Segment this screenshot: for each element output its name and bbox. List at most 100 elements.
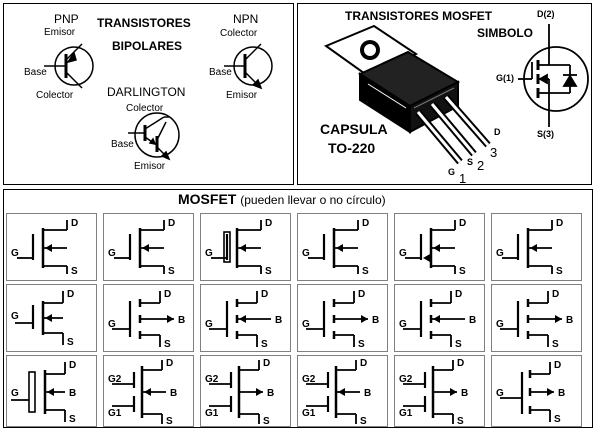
label-bulk: B: [267, 388, 274, 399]
body-arrow: [433, 244, 440, 252]
symbol-source-label: S(3): [537, 129, 555, 139]
body-arrow: [450, 388, 457, 396]
body-arrow: [167, 315, 174, 323]
label-gate: G: [11, 388, 19, 399]
symbol-drain-label: D(2): [537, 9, 555, 19]
variants-title: MOSFET (pueden llevar o no círculo): [178, 192, 386, 206]
body-arrow: [142, 244, 149, 252]
label-source: S: [459, 266, 466, 277]
label-drain: D: [358, 289, 365, 300]
pin-number-1: 1: [459, 171, 467, 186]
pin-g-label: G: [448, 167, 456, 177]
label-drain: D: [69, 360, 76, 371]
bipolar-panel: PNP Emisor Base Colector TRANSISTORES BI…: [3, 3, 294, 185]
body-arrow: [47, 388, 54, 396]
label-gate-2: G2: [399, 374, 413, 385]
body-arrow: [530, 244, 537, 252]
mosfet-variant-cell: D G S: [200, 213, 291, 281]
darlington-collector-label: Colector: [126, 103, 164, 114]
label-gate: G: [496, 388, 504, 399]
mosfet-variants-panel: [3, 189, 593, 428]
capsule-title: CAPSULA: [320, 121, 388, 137]
label-drain: D: [455, 289, 462, 300]
mosfet-panel: TRANSISTORES MOSFET SIMBOLO CAPSULA TO-2…: [297, 3, 592, 185]
label-gate: G: [205, 248, 213, 259]
label-source: S: [552, 339, 559, 350]
pnp-label: PNP: [54, 12, 79, 26]
pin-d-label: D: [494, 127, 501, 137]
mosfet-variant-symbol: DGS: [11, 218, 78, 277]
label-gate-1: G1: [108, 408, 122, 419]
body-arrow: [361, 315, 368, 323]
label-gate-2: G2: [205, 374, 219, 385]
label-source: S: [166, 416, 173, 427]
label-gate: G: [11, 311, 19, 322]
label-gate: G: [399, 319, 407, 330]
npn-symbol: [224, 43, 273, 90]
capsule-subtitle: TO-220: [328, 140, 376, 156]
label-gate: G: [399, 248, 407, 259]
label-drain: D: [556, 218, 563, 229]
label-drain: D: [166, 358, 173, 369]
label-drain: D: [362, 218, 369, 229]
label-bulk: B: [170, 388, 177, 399]
label-drain: D: [457, 358, 464, 369]
label-drain: D: [71, 218, 78, 229]
label-source: S: [358, 339, 365, 350]
npn-collector-label: Colector: [220, 28, 258, 39]
label-source: S: [265, 266, 272, 277]
label-drain: D: [360, 358, 367, 369]
body-arrow: [45, 314, 52, 322]
label-source: S: [554, 414, 561, 425]
mosfet-variant-symbol: DGS: [108, 218, 175, 277]
label-gate-2: G2: [108, 374, 122, 385]
pnp-symbol: [44, 43, 94, 89]
pnp-base-label: Base: [24, 67, 47, 78]
label-source: S: [168, 266, 175, 277]
body-arrow: [547, 388, 554, 396]
body-arrow: [433, 315, 440, 323]
label-drain: D: [552, 289, 559, 300]
darlington-emitter-label: Emisor: [134, 161, 166, 172]
mosfet-symbol: [518, 24, 589, 127]
mosfet-variant-symbol: DGS: [496, 218, 563, 277]
label-bulk: B: [469, 315, 476, 326]
label-gate-1: G1: [205, 408, 219, 419]
label-gate: G: [496, 319, 504, 330]
bipolar-title-line2: BIPOLARES: [112, 39, 183, 53]
label-source: S: [261, 339, 268, 350]
label-source: S: [556, 266, 563, 277]
mosfet-title: TRANSISTORES MOSFET: [345, 9, 493, 23]
pin-s-label: S: [467, 157, 474, 167]
label-source: S: [71, 266, 78, 277]
label-bulk: B: [364, 388, 371, 399]
label-gate: G: [205, 319, 213, 330]
pnp-collector-label: Colector: [36, 90, 74, 101]
symbol-gate-label: G(1): [496, 73, 514, 83]
label-drain: D: [164, 289, 171, 300]
label-bulk: B: [461, 388, 468, 399]
label-drain: D: [265, 218, 272, 229]
label-bulk: B: [275, 315, 282, 326]
body-arrow: [338, 388, 345, 396]
label-source: S: [69, 414, 76, 425]
